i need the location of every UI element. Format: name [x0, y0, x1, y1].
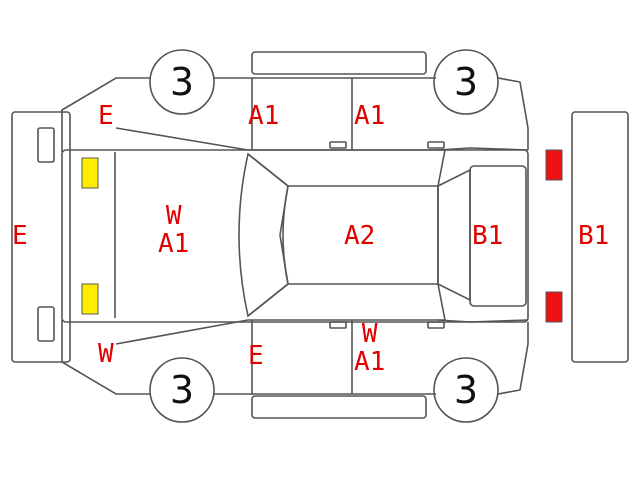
wheel-front-left: [149, 49, 215, 115]
bottom-side-belt: [248, 319, 445, 394]
mark-bottom-rear-door-top: W: [361, 319, 378, 349]
front-lamp-bottom: [81, 283, 99, 315]
wheel-rear-right-number: 3: [453, 368, 479, 412]
front-view-bumper-bottom: [37, 306, 55, 342]
bottom-door-handle-front: [329, 321, 347, 329]
mark-top-left-fender: E: [98, 101, 114, 131]
windshield-corner-bottom: [247, 283, 289, 317]
mark-hood: W A1: [158, 202, 189, 258]
bottom-door-handle-rear: [427, 321, 445, 329]
mark-roof: A2: [344, 221, 376, 251]
wheel-rear-left: [433, 49, 499, 115]
mark-bottom-front-door: E: [248, 341, 264, 371]
rear-corner-bottom: [437, 283, 446, 321]
top-door-handle-front: [329, 141, 347, 149]
rear-view-body: [571, 111, 629, 363]
top-door-handle-rear: [427, 141, 445, 149]
rear-lamp-top: [545, 149, 563, 181]
wheel-front-right-number: 3: [169, 368, 195, 412]
mark-top-front-door: A1: [248, 101, 280, 131]
bottom-side-strip: [251, 395, 427, 419]
rear-window: [437, 168, 471, 302]
wheel-front-right: [149, 357, 215, 423]
roof-panel: [282, 185, 439, 285]
wheel-rear-right: [433, 357, 499, 423]
wheel-rear-left-number: 3: [453, 60, 479, 104]
windshield: [238, 152, 289, 318]
mark-bottom-rear-door-bottom: A1: [354, 347, 386, 377]
mark-bottom-left-fender: W: [98, 339, 114, 369]
trunk-lid: [469, 165, 527, 307]
top-view-body: [61, 149, 529, 323]
mark-hood-top: W: [165, 201, 182, 231]
mark-rear-view: B1: [578, 221, 610, 251]
mark-hood-bottom: A1: [158, 229, 190, 259]
rear-corner-top: [437, 149, 446, 187]
mark-trunk: B1: [472, 221, 504, 251]
front-lamp-top: [81, 157, 99, 189]
front-view-body: [11, 111, 71, 363]
top-side-strip: [251, 51, 427, 75]
windshield-corner-top: [247, 153, 289, 187]
front-view-bumper-top: [37, 127, 55, 163]
top-side-body: [61, 77, 529, 152]
bottom-side-body: [61, 319, 529, 395]
rear-lamp-bottom: [545, 291, 563, 323]
wheel-front-left-number: 3: [169, 60, 195, 104]
mark-top-rear-door: A1: [354, 101, 386, 131]
mark-front-view: E: [12, 221, 28, 251]
mark-bottom-rear-door: W A1: [354, 320, 385, 376]
